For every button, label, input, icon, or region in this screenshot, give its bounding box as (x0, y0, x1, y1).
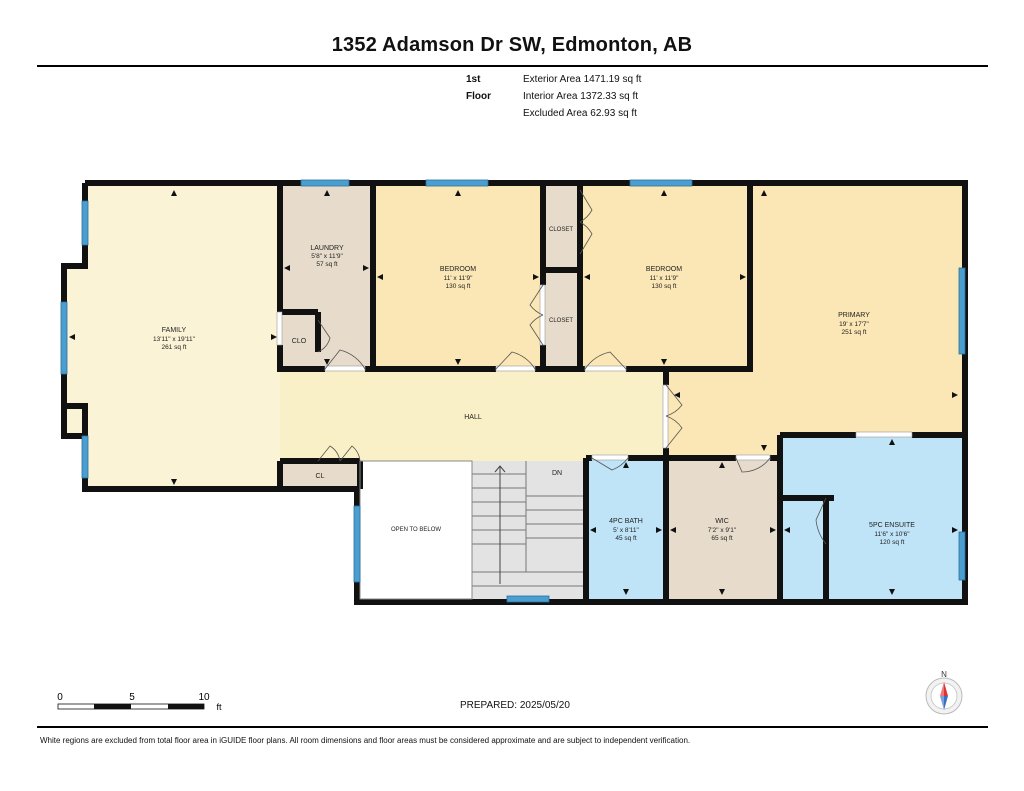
prepared-date: PREPARED: 2025/05/20 (460, 700, 570, 711)
wic-fill (666, 458, 780, 599)
scale-tick-0: 0 (57, 692, 63, 703)
primary-area: 251 sq ft (842, 329, 867, 336)
open-to-below-fill (360, 461, 472, 599)
header-rule (37, 65, 988, 67)
bedroom2-area: 130 sq ft (652, 283, 677, 290)
ensuite-area: 120 sq ft (880, 539, 905, 546)
dimension-markers (69, 190, 958, 595)
footnote: White regions are excluded from total fl… (40, 736, 691, 745)
scale-tick-10: 10 (198, 692, 210, 703)
excluded-area: Excluded Area 62.93 sq ft (523, 108, 637, 119)
open-to-below-label: OPEN TO BELOW (391, 527, 441, 533)
closet-bottom-label: CLOSET (549, 318, 573, 324)
bedroom1-area: 130 sq ft (446, 283, 471, 290)
footer-rule (37, 726, 988, 728)
hall-label: HALL (464, 414, 482, 421)
laundry-dims: 5'8" x 11'9" (311, 253, 343, 260)
stairs-down-label: DN (552, 470, 562, 477)
compass-north-label: N (941, 670, 947, 679)
compass-icon: N (925, 670, 963, 715)
cl-label: CL (316, 473, 325, 480)
laundry-name: LAUNDRY (310, 245, 344, 252)
interior-area: Interior Area 1372.33 sq ft (523, 91, 639, 102)
primary-fill (666, 186, 962, 455)
bath4-area: 45 sq ft (615, 535, 637, 542)
floor-name: 1st Floor (466, 74, 491, 102)
closet-bottom-fill (543, 270, 580, 369)
cl-fill (280, 461, 360, 489)
clo-fill (280, 312, 318, 369)
bedroom2-name: BEDROOM (646, 266, 682, 273)
door-swings (317, 189, 827, 545)
bath4-name: 4PC BATH (609, 518, 643, 525)
primary-dims: 19' x 17'7" (839, 321, 869, 328)
family-room-fill (64, 186, 280, 489)
family-room-name: FAMILY (162, 327, 187, 334)
bath4-dims: 5' x 8'11" (613, 527, 639, 534)
ensuite-fill (780, 435, 962, 599)
hall-fill (280, 369, 666, 486)
bedroom1-dims: 11' x 11'9" (444, 275, 473, 282)
bedroom2-dims: 11' x 11'9" (650, 275, 679, 282)
primary-name: PRIMARY (838, 312, 870, 319)
family-room-dims: 13'11" x 19'11" (153, 336, 196, 343)
closet-top-label: CLOSET (549, 227, 573, 233)
bedroom1-fill (373, 186, 543, 369)
windows (60, 179, 966, 603)
ensuite-dims: 11'6" x 10'6" (874, 531, 910, 538)
ensuite-name: 5PC ENSUITE (869, 522, 915, 529)
stair-arrow-head (494, 465, 506, 473)
closet-top-fill (543, 186, 580, 270)
wic-dims: 7'2" x 9'1" (708, 527, 737, 534)
scale-bar: 0 5 10 ft (57, 692, 222, 712)
exterior-area: Exterior Area 1471.19 sq ft (523, 74, 642, 85)
scale-tick-5: 5 (129, 692, 135, 703)
laundry-area: 57 sq ft (316, 261, 338, 268)
plan-title: 1352 Adamson Dr SW, Edmonton, AB (331, 34, 693, 56)
wic-area: 65 sq ft (711, 535, 733, 542)
bath4-fill (586, 458, 666, 599)
clo-label: CLO (292, 338, 307, 345)
bedroom2-fill (580, 186, 750, 369)
bedroom1-name: BEDROOM (440, 266, 476, 273)
wic-name: WIC (715, 518, 729, 525)
family-room-area: 261 sq ft (162, 344, 187, 351)
scale-unit: ft (216, 702, 222, 712)
